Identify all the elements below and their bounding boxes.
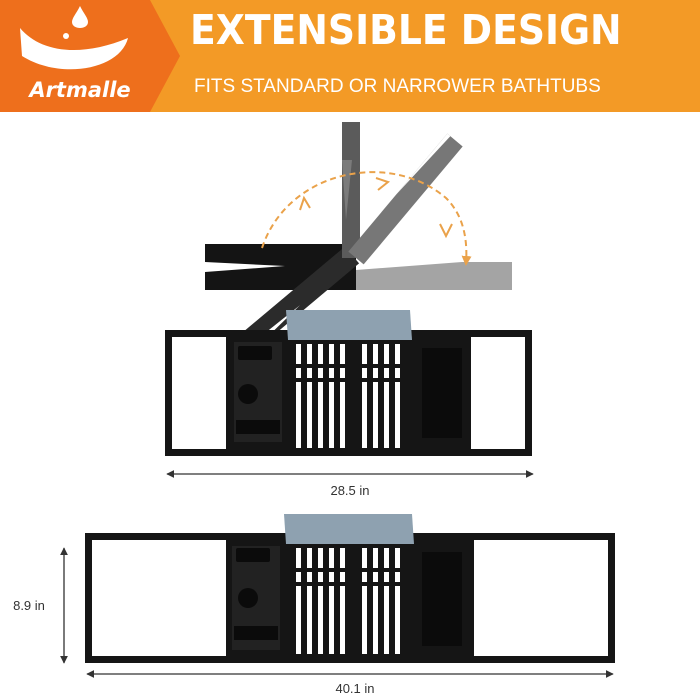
tablet-stand-extended: [284, 514, 414, 544]
tablet-stand: [286, 310, 412, 340]
fold-arm-upright: [342, 122, 360, 258]
tray-compact: [165, 310, 532, 456]
logo-badge: [0, 0, 180, 112]
headline: EXTENSIBLE DESIGN: [190, 6, 622, 54]
product-illustration: [60, 122, 615, 678]
tray-extended: [85, 514, 615, 663]
depth-label: 8.9 in: [13, 598, 45, 613]
rotation-arrow-icon: [261, 171, 472, 266]
extended-width-label: 40.1 in: [335, 681, 375, 696]
header-banner: Artmalle EXTENSIBLE DESIGN FITS STANDARD…: [0, 0, 700, 112]
water-drop-logo-icon: [20, 6, 128, 70]
compact-width-label: 28.5 in: [330, 483, 370, 498]
brand-name: Artmalle: [29, 78, 131, 102]
fold-arm-right-flat: [356, 270, 512, 290]
subheadline: FITS STANDARD OR NARROWER BATHTUBS: [194, 76, 601, 97]
fold-arm-tilted-right: [348, 133, 463, 265]
